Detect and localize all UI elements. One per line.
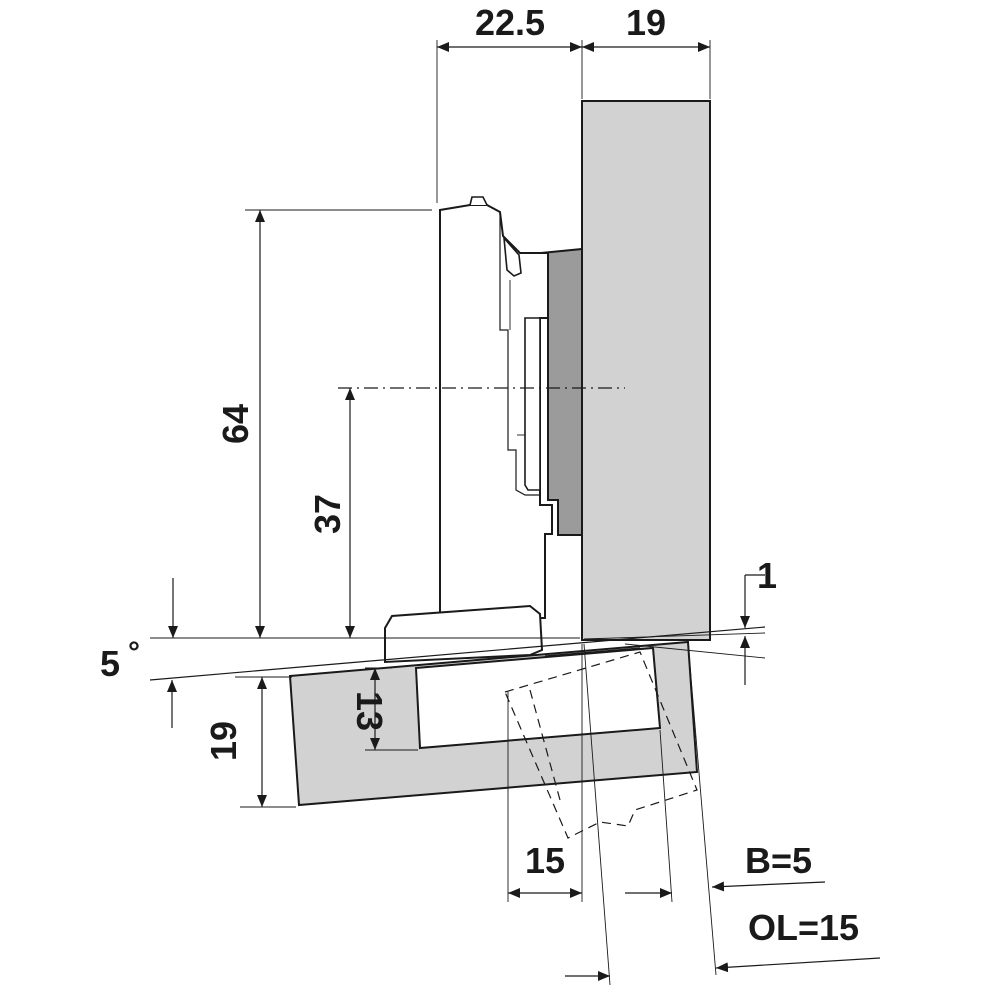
dimension-panel-thickness: 19 — [626, 2, 666, 43]
cabinet-side-panel — [581, 100, 711, 641]
dimension-angle-unit: ° — [128, 636, 140, 669]
dimension-overlay: OL=15 — [748, 907, 859, 948]
dimension-cup-distance: 15 — [525, 840, 565, 881]
dimension-reveal: 1 — [757, 555, 777, 596]
dimension-cup-depth: 13 — [349, 691, 390, 731]
dimension-angle: 5 — [100, 643, 120, 684]
open-door-dashed-outline — [504, 651, 698, 839]
dimension-center-height: 37 — [307, 494, 348, 534]
hinge-cup-boss — [384, 604, 544, 664]
dimension-arrows — [167, 42, 881, 981]
dimension-door-thickness: 19 — [203, 721, 244, 761]
extension-lines — [149, 40, 766, 986]
dimension-cup-height: 64 — [215, 404, 256, 444]
dimension-b-value: B=5 — [745, 840, 812, 881]
hinge-arm — [439, 196, 553, 619]
dimension-hinge-offset: 22.5 — [475, 2, 545, 43]
cup-recess — [414, 646, 662, 750]
door-panel — [288, 640, 699, 807]
